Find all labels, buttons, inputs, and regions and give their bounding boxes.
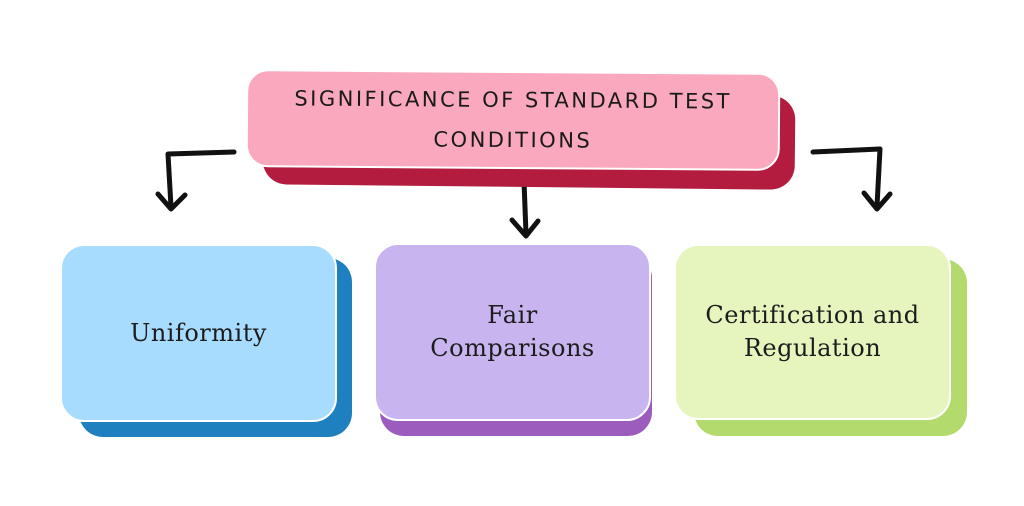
uniformity-label: Uniformity	[130, 318, 267, 347]
arrow-to-fair-comparisons	[509, 178, 541, 239]
uniformity-card: Uniformity	[60, 244, 337, 422]
certification-card: Certification and Regulation	[674, 244, 951, 420]
title-box: SIGNIFICANCE OF STANDARD TEST CONDITIONS	[245, 69, 781, 171]
arrow-to-certification	[810, 146, 893, 212]
arrow-to-uniformity	[155, 149, 237, 212]
fair-comparisons-label: Fair Comparisons	[430, 301, 595, 362]
diagram-title: SIGNIFICANCE OF STANDARD TEST CONDITIONS	[294, 86, 732, 153]
certification-label: Certification and Regulation	[705, 301, 920, 362]
fair-comparisons-card: Fair Comparisons	[374, 243, 651, 421]
